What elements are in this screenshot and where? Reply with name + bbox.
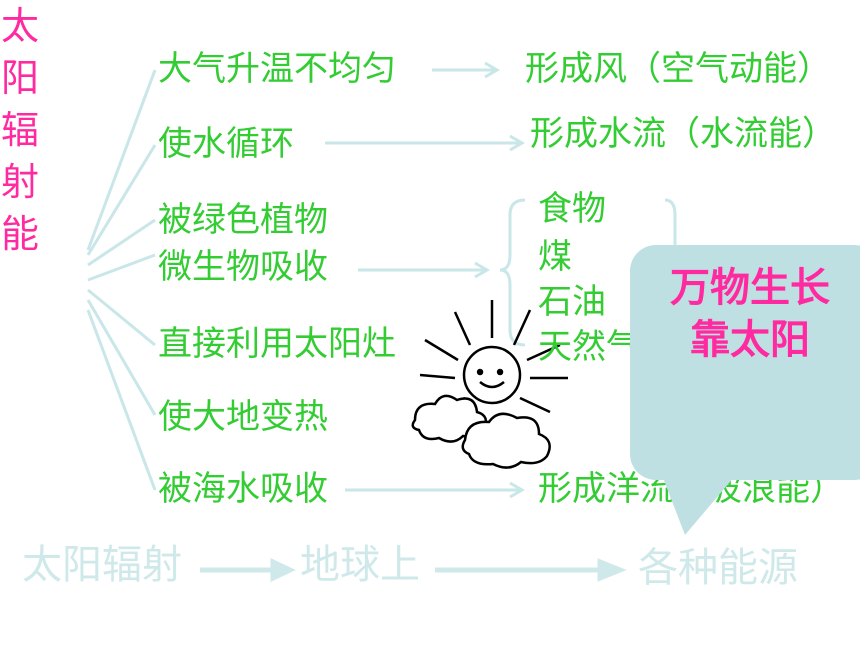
- footer-arrows: [200, 558, 627, 582]
- branch-7: 被海水吸收: [158, 469, 328, 509]
- branch-5: 直接利用太阳灶: [158, 324, 396, 364]
- footer-a: 太阳辐射: [22, 542, 182, 588]
- footer-c: 各种能源: [638, 545, 798, 591]
- sun-cloud-icon: [411, 300, 568, 469]
- branch-1: 大气升温不均匀: [158, 49, 396, 89]
- branch-2: 使水循环: [158, 124, 294, 164]
- branch-3: 被绿色植物: [158, 200, 328, 240]
- speech-bubble: [630, 245, 860, 480]
- result-wind: 形成风（空气动能）: [525, 49, 831, 89]
- bubble-tail: [660, 470, 740, 535]
- fuel-2: 煤: [538, 237, 572, 277]
- bubble-text: 万物生长 靠太阳: [640, 262, 860, 366]
- bubble-line-2: 靠太阳: [690, 317, 810, 363]
- footer-b: 地球上: [300, 542, 420, 588]
- fuel-3: 石油: [538, 282, 606, 322]
- branch-6: 使大地变热: [158, 397, 328, 437]
- result-water: 形成水流（水流能）: [530, 114, 836, 154]
- fuel-1: 食物: [538, 189, 606, 229]
- fuel-4: 天然气: [538, 327, 640, 367]
- branch-4: 微生物吸收: [158, 247, 328, 287]
- bubble-line-1: 万物生长: [670, 265, 830, 311]
- vertical-title: 太阳辐射能: [0, 4, 39, 256]
